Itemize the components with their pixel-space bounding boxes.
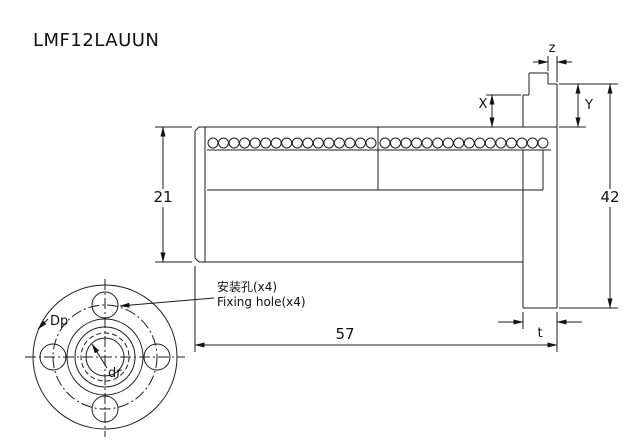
dimensions: [37, 56, 618, 369]
bearing-ball: [218, 137, 229, 149]
bearing-ball: [453, 137, 465, 149]
bearing-ball: [207, 137, 219, 149]
bearing-ball: [495, 137, 507, 149]
dimension-labels: 21 42 57 t z X Y Dp dr 安装孔(x4) Fixing ho…: [50, 41, 620, 381]
dim-label-pitch-circle: Dp: [50, 314, 68, 329]
leader-bore: [91, 343, 108, 369]
bearing-ball: [260, 137, 272, 149]
leader-pitch-circle: [37, 318, 49, 330]
side-view: [194, 72, 558, 309]
bearing-ball: [333, 137, 345, 149]
bearing-ball: [505, 137, 517, 149]
bearing-ball: [442, 137, 454, 149]
bearing-ball: [379, 137, 391, 149]
leader-fixing-hole: [119, 297, 215, 308]
bearing-ball: [312, 137, 324, 149]
dim-label-groove-position-y: Y: [584, 98, 593, 113]
bearing-ball: [474, 137, 486, 149]
dim-label-groove-width: z: [549, 41, 556, 56]
dim-outer-diameter: [155, 126, 192, 263]
bearing-ball: [323, 137, 335, 149]
bearing-ball: [281, 137, 293, 149]
bearing-ball: [421, 137, 433, 149]
bearing-ball: [432, 137, 444, 149]
fixing-hole-note-en: Fixing hole(x4): [217, 295, 306, 309]
bearing-ball: [249, 137, 261, 149]
dim-label-groove-position-x: X: [479, 97, 488, 112]
bearing-ball: [484, 137, 496, 149]
dim-label-flange-diameter: 42: [600, 188, 619, 206]
bearing-ball: [400, 137, 412, 149]
bearing-ball: [527, 137, 538, 149]
bearing-ball: [537, 137, 549, 149]
dim-label-outer-diameter: 21: [153, 188, 172, 206]
bearing-ball: [463, 137, 475, 149]
bearing-ball: [365, 137, 377, 149]
dim-length: [194, 266, 558, 352]
bearing-ball: [411, 137, 423, 149]
bearing-ball: [270, 137, 282, 149]
dim-flange-diameter: [559, 83, 618, 309]
dim-label-flange-thickness: t: [537, 326, 542, 341]
bearing-ball: [239, 137, 251, 149]
fixing-hole-note-zh: 安装孔(x4): [217, 279, 277, 294]
bearing-ball: [291, 137, 303, 149]
dim-label-bore: dr: [108, 366, 122, 381]
drawing-line: [194, 257, 200, 263]
dim-groove-width: [533, 56, 572, 82]
drawing-line: [194, 126, 200, 132]
bearing-ball: [355, 137, 366, 149]
bearing-ball: [228, 137, 240, 149]
ball-rows: [207, 137, 549, 149]
front-view: [25, 279, 185, 437]
part-number-title: LMF12LAUUN: [33, 30, 159, 51]
bearing-ball: [302, 137, 314, 149]
dim-flange-thickness: [498, 312, 582, 329]
dim-label-length: 57: [335, 325, 354, 343]
dim-groove-position-x: [486, 94, 521, 128]
bearing-ball: [344, 137, 356, 149]
bearing-ball: [390, 137, 401, 149]
dim-groove-position-y: [559, 83, 586, 128]
bearing-ball: [516, 137, 528, 149]
